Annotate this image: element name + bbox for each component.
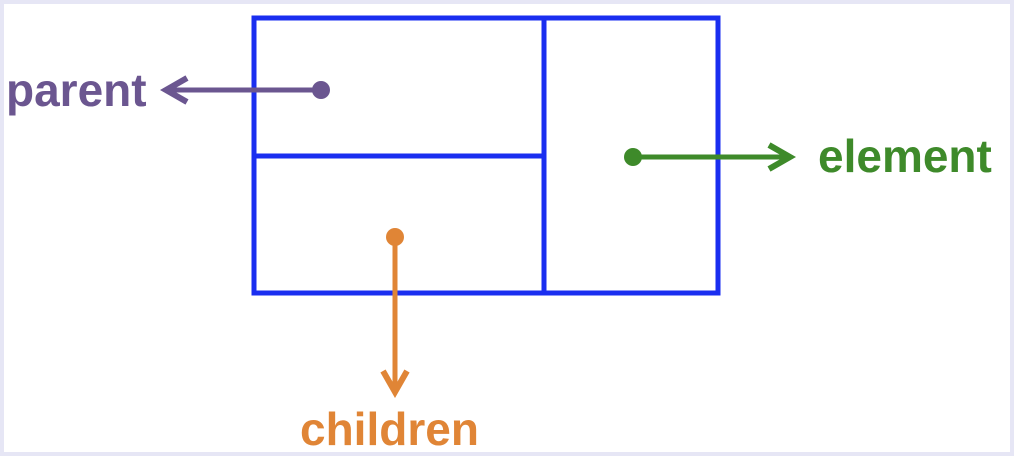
element-pointer: element — [624, 130, 992, 182]
parent-pointer: parent — [6, 64, 330, 116]
children-dot — [386, 228, 404, 246]
parent-dot — [312, 81, 330, 99]
element-dot — [624, 148, 642, 166]
children-pointer: children — [300, 228, 479, 455]
parent-label: parent — [6, 64, 147, 116]
children-label: children — [300, 403, 479, 455]
element-label: element — [818, 130, 992, 182]
